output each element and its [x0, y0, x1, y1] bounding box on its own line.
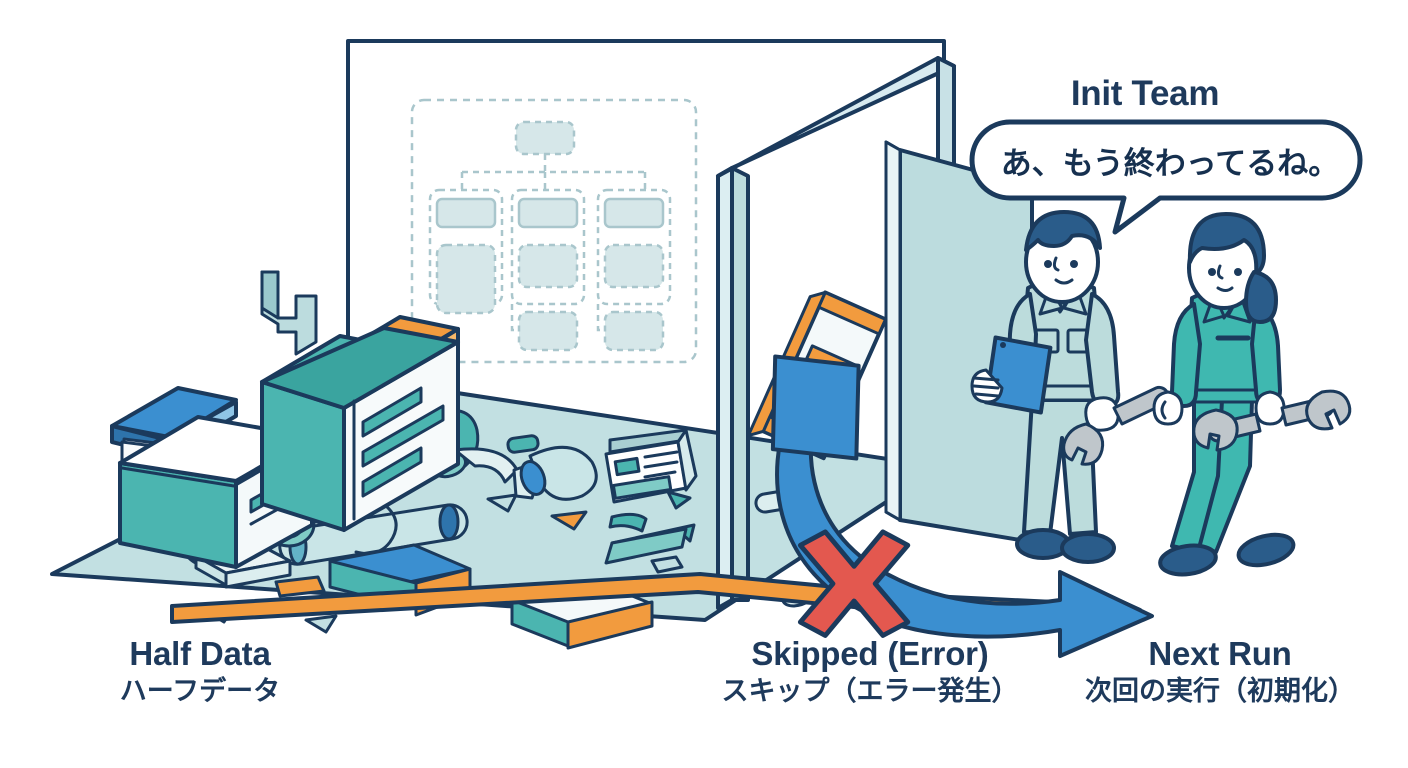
- speech-bubble-text: あ、もう終わってるね。: [1000, 146, 1340, 181]
- document-sign: [604, 428, 698, 510]
- label-half-data: Half Data ハーフデータ: [10, 635, 390, 706]
- label-next-run: Next Run 次回の実行（初期化）: [1035, 635, 1405, 706]
- male-worker: [970, 210, 1170, 564]
- label-next-run-ja: 次回の実行（初期化）: [1085, 675, 1355, 706]
- cabinet-left: [110, 386, 314, 569]
- flowchart-diagram: [410, 98, 698, 364]
- bracket-hook: [260, 270, 318, 356]
- label-skipped-error-en: Skipped (Error): [751, 635, 989, 672]
- speech-bubble: [969, 119, 1363, 235]
- label-half-data-ja: ハーフデータ: [119, 675, 281, 706]
- page-title: Init Team: [1070, 74, 1220, 113]
- label-skipped-error: Skipped (Error) スキップ（エラー発生）: [660, 635, 1080, 706]
- label-skipped-error-ja: スキップ（エラー発生）: [721, 675, 1019, 706]
- label-half-data-en: Half Data: [129, 635, 271, 672]
- label-next-run-en: Next Run: [1148, 635, 1292, 672]
- cabinet-main: [260, 315, 460, 532]
- tilted-clipboard: [746, 290, 888, 461]
- red-x-mark: [797, 529, 911, 638]
- open-door-panel: [884, 140, 1034, 544]
- female-worker: [1152, 212, 1352, 577]
